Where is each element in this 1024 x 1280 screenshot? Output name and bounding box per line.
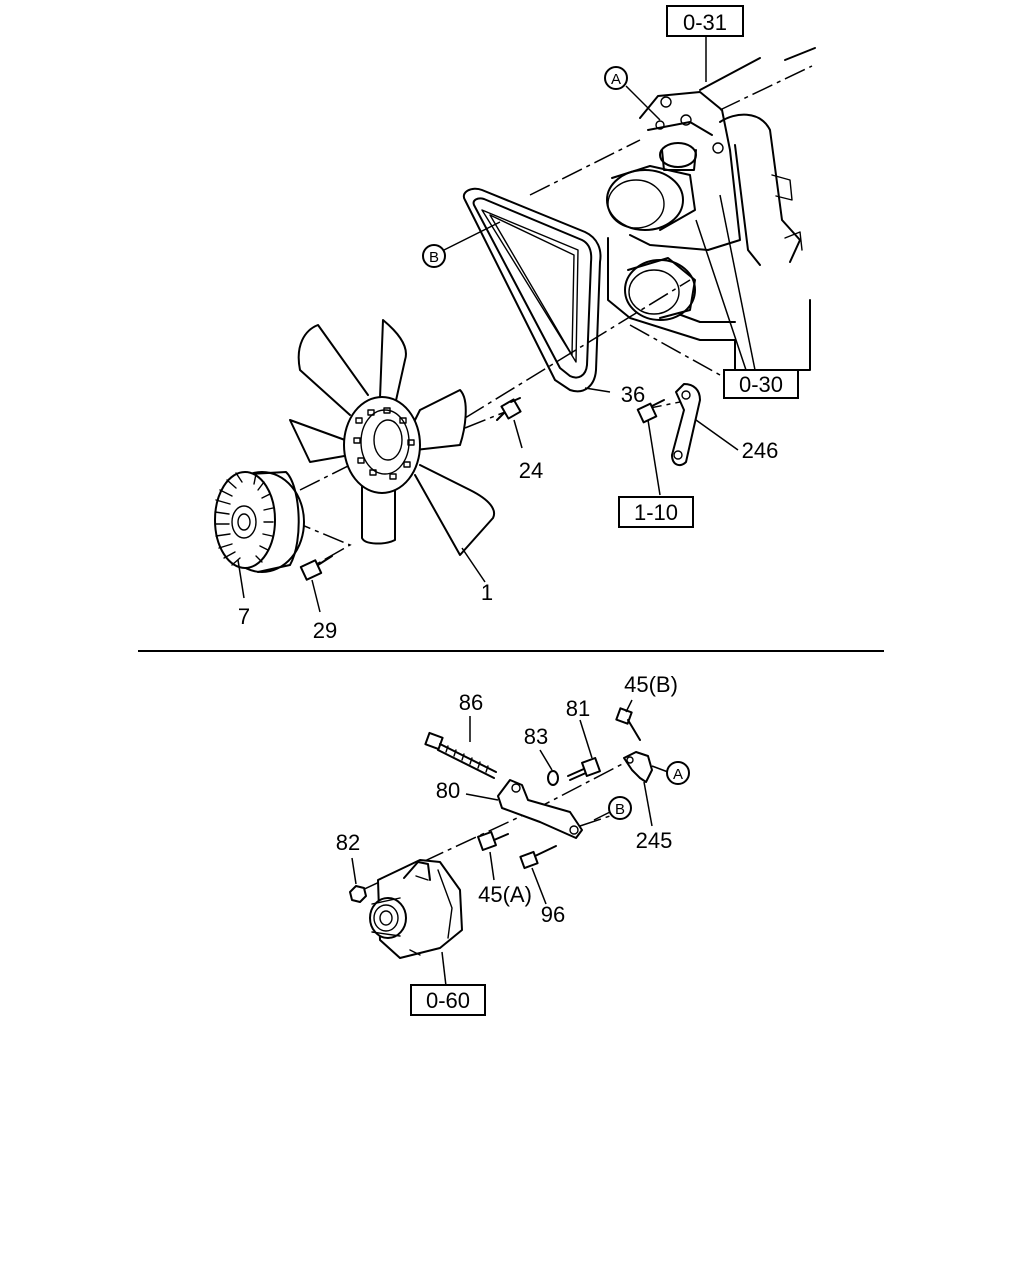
part-number-1: 1 [481, 580, 493, 605]
ref-box-0-31[interactable]: 0-31 [666, 5, 744, 37]
callout-b-top: B [422, 244, 446, 268]
callout-a-bottom: A [666, 761, 690, 785]
part-number-29: 29 [313, 618, 337, 643]
part-number-82: 82 [336, 830, 360, 855]
part-number-81: 81 [566, 696, 590, 721]
centerlines-bottom [357, 759, 631, 893]
callout-b-bottom: B [608, 796, 632, 820]
part-number-246: 246 [742, 438, 779, 463]
part-number-245: 245 [636, 828, 673, 853]
ref-box-1-10[interactable]: 1-10 [618, 496, 694, 528]
part-number-45a: 45(A) [478, 882, 532, 907]
bolt-96 [519, 845, 557, 870]
generator-assembly [369, 859, 463, 959]
engine-front-housing [606, 47, 816, 371]
ref-label-0-60: 0-60 [426, 988, 470, 1013]
part-number-45b: 45(B) [624, 672, 678, 697]
ref-label-1-10: 1-10 [634, 500, 678, 525]
part-number-83: 83 [524, 724, 548, 749]
cooling-fan [289, 319, 495, 556]
bracket-245 [623, 751, 653, 783]
ref-box-0-30[interactable]: 0-30 [723, 369, 799, 399]
bolt-45b [615, 707, 641, 741]
callout-b-bottom-label: B [615, 801, 625, 818]
washer-83 [547, 770, 559, 786]
clutch-bolt-29 [299, 555, 333, 581]
drive-belt [462, 187, 602, 393]
ref-box-0-60[interactable]: 0-60 [410, 984, 486, 1016]
callout-a-bottom-label: A [673, 766, 683, 783]
leader-lines-top [237, 35, 756, 613]
stud-81 [567, 757, 601, 781]
callout-a-top-label: A [611, 71, 621, 88]
callout-a-top: A [604, 66, 628, 90]
part-number-86: 86 [459, 690, 483, 715]
ref-label-0-30: 0-30 [739, 372, 783, 397]
part-number-36: 36 [621, 382, 645, 407]
long-bolt-86 [424, 731, 497, 779]
bracket-bolt-1-10 [636, 399, 665, 424]
leader-lines-bottom [351, 699, 669, 987]
adjusting-plate-80 [497, 779, 583, 839]
fan-clutch [214, 471, 305, 573]
ref-label-0-31: 0-31 [683, 10, 727, 35]
part-number-24: 24 [519, 458, 543, 483]
callout-b-top-label: B [429, 249, 439, 266]
nut-82 [349, 885, 367, 903]
fan-bolt-24 [496, 397, 522, 421]
part-number-7: 7 [238, 604, 250, 629]
bolt-45a [477, 831, 509, 851]
part-number-96: 96 [541, 902, 565, 927]
part-number-80: 80 [436, 778, 460, 803]
bracket-246 [671, 383, 701, 467]
